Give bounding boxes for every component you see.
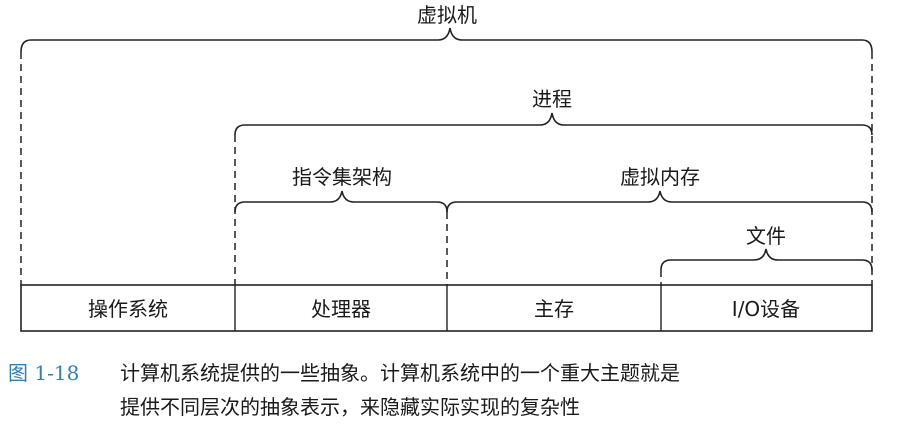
caption-line-1: 图 1-18 计算机系统提供的一些抽象。计算机系统中的一个重大主题就是 bbox=[8, 356, 888, 390]
brace-file bbox=[660, 248, 873, 271]
label-file: 文件 bbox=[746, 224, 786, 248]
box-processor: 处理器 bbox=[311, 297, 371, 321]
figure-caption: 图 1-18 计算机系统提供的一些抽象。计算机系统中的一个重大主题就是 提供不同层… bbox=[8, 356, 888, 424]
box-operating-system: 操作系统 bbox=[88, 297, 168, 321]
caption-line-2: 提供不同层次的抽象表示，来隐藏实际实现的复杂性 bbox=[120, 395, 580, 419]
label-virtual-memory: 虚拟内存 bbox=[620, 165, 700, 189]
abstraction-diagram: 虚拟机 进程 指令集架构 虚拟内存 文件 操作系统 处理器 主存 I/O设备 bbox=[20, 3, 873, 332]
brace-virtual-memory bbox=[446, 190, 873, 213]
box-main-memory: 主存 bbox=[534, 297, 574, 321]
caption-text-1: 计算机系统提供的一些抽象。计算机系统中的一个重大主题就是 bbox=[120, 361, 680, 385]
brace-virtual-machine bbox=[20, 27, 873, 53]
label-virtual-machine: 虚拟机 bbox=[417, 3, 477, 27]
label-isa: 指令集架构 bbox=[292, 165, 392, 189]
brace-isa bbox=[234, 190, 448, 213]
box-io-devices: I/O设备 bbox=[732, 297, 800, 321]
label-process: 进程 bbox=[532, 87, 572, 111]
brace-process bbox=[234, 112, 873, 136]
figure-number: 图 1-18 bbox=[8, 361, 80, 385]
